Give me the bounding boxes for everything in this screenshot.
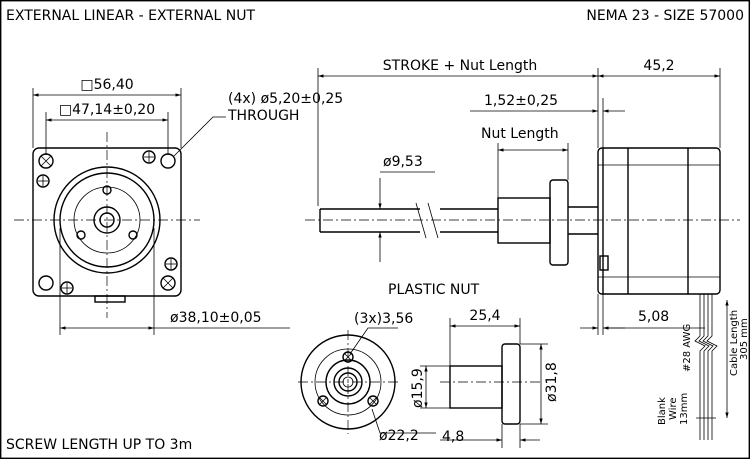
cable-length-2: 305 mm bbox=[739, 318, 750, 360]
title-left: EXTERNAL LINEAR - EXTERNAL NUT bbox=[6, 8, 255, 24]
dim-stroke: STROKE + Nut Length bbox=[383, 58, 537, 74]
dim-nut-length-value: 25,4 bbox=[469, 308, 500, 324]
dim-nut-bore: ø15,9 bbox=[410, 368, 426, 408]
dim-flange-width: 4,8 bbox=[442, 429, 464, 445]
dim-holes-1: (4x) ø5,20±0,25 bbox=[228, 91, 343, 107]
dim-nut-flange: ø31,8 bbox=[544, 362, 560, 402]
lead-wires bbox=[694, 294, 718, 440]
dim-pilot: ø38,10±0,05 bbox=[170, 310, 262, 326]
blank-wire-1: Blank bbox=[657, 397, 668, 425]
dim-holes-2: THROUGH bbox=[227, 108, 299, 124]
blank-wire-2: Wire bbox=[668, 398, 679, 421]
awg-label: #28 AWG bbox=[682, 324, 693, 372]
mount-holes bbox=[38, 153, 176, 291]
screw-length-note: SCREW LENGTH UP TO 3m bbox=[6, 437, 192, 453]
face-screws bbox=[36, 150, 178, 295]
dim-screw-dia: ø9,53 bbox=[383, 154, 423, 170]
lead-screw bbox=[319, 208, 420, 233]
plastic-nut-view: PLASTIC NUT (3x)3,56 ø22,2 25,4 bbox=[298, 282, 560, 448]
blank-wire-3: 13mm bbox=[679, 393, 690, 425]
dim-motor-length: 45,2 bbox=[643, 58, 674, 74]
dim-square-outer: □56,40 bbox=[80, 77, 133, 93]
side-view: ø9,53 STROKE + Nut Length 45,2 1,52±0,25… bbox=[305, 58, 750, 440]
dim-bolt-circle: ø22,2 bbox=[379, 428, 419, 444]
dim-flange-thk: 5,08 bbox=[638, 309, 669, 325]
dim-nut-holes: (3x)3,56 bbox=[354, 311, 413, 327]
motor-side bbox=[597, 147, 721, 295]
plastic-nut-title: PLASTIC NUT bbox=[388, 282, 480, 298]
front-view: □56,40 □47,14±0,20 (4x) ø5,20±0,25 THROU… bbox=[14, 77, 343, 335]
dim-offset: 1,52±0,25 bbox=[484, 93, 558, 109]
title-right: NEMA 23 - SIZE 57000 bbox=[586, 8, 744, 24]
cable-length-1: Cable Length bbox=[729, 310, 740, 376]
dim-nut-length: Nut Length bbox=[481, 126, 559, 142]
dim-square-inner: □47,14±0,20 bbox=[59, 102, 155, 118]
